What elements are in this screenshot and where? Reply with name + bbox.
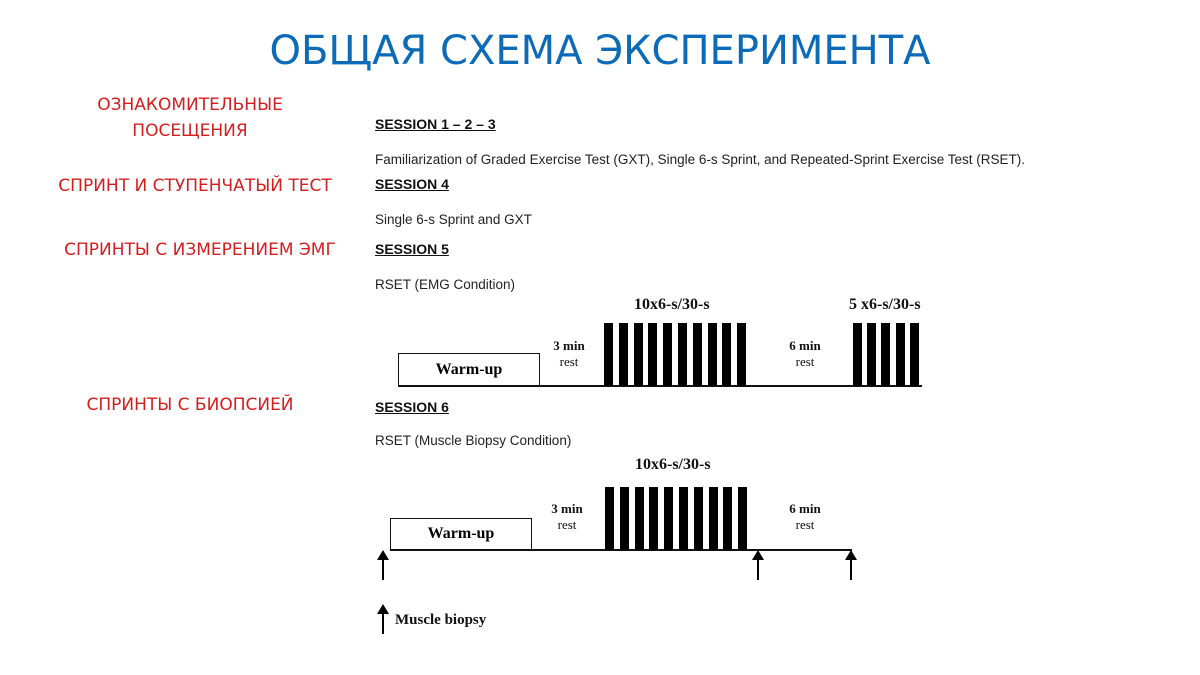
- legend-biopsy-label: Muscle biopsy: [395, 612, 487, 628]
- rest-6min: 6 min rest: [775, 501, 835, 533]
- label-sprints-emg: СПРИНТЫ С ИЗМЕРЕНИЕМ ЭМГ: [64, 240, 336, 260]
- rest-label: rest: [795, 517, 815, 532]
- sprint-bar: [738, 487, 748, 550]
- sprint-bar: [909, 323, 919, 386]
- biopsy-arrow-icon: [377, 604, 389, 634]
- page-title: ОБЩАЯ СХЕМА ЭКСПЕРИМЕНТА: [269, 28, 931, 74]
- label-familiarization: ОЗНАКОМИТЕЛЬНЫЕ ПОСЕЩЕНИЯ: [60, 92, 320, 144]
- sprint-bar: [853, 323, 862, 386]
- sprint-bar: [693, 487, 703, 550]
- sprint-bar: [692, 323, 702, 386]
- session-6-description: RSET (Muscle Biopsy Condition): [375, 433, 572, 448]
- sprint-bar: [618, 323, 628, 386]
- set1-label: 10x6-s/30-s: [634, 296, 710, 313]
- set2-label: 5 x6-s/30-s: [849, 296, 921, 313]
- biopsy-arrow-icon: [377, 550, 389, 580]
- label-line: ПОСЕЩЕНИЯ: [132, 121, 248, 141]
- session-1-3-description: Familiarization of Graded Exercise Test …: [375, 152, 1026, 167]
- session-5-description: RSET (EMG Condition): [375, 277, 516, 292]
- sprint-bar: [678, 323, 687, 386]
- rest-label: 3 min: [553, 338, 585, 353]
- session-1-3-heading: SESSION 1 – 2 – 3: [375, 116, 496, 132]
- rest-label: 6 min: [789, 338, 821, 353]
- rest-label: rest: [795, 354, 815, 369]
- session-6-heading: SESSION 6: [375, 399, 449, 415]
- sprint-bar: [619, 487, 629, 550]
- sprint-bar: [649, 487, 659, 550]
- warmup-box: Warm-up: [390, 518, 532, 550]
- session-4-heading: SESSION 4: [375, 176, 449, 192]
- sprint-bar: [634, 487, 644, 550]
- session-5-heading: SESSION 5: [375, 241, 449, 257]
- sprint-bar: [605, 487, 614, 550]
- rest-label: rest: [559, 354, 579, 369]
- sprint-bar: [664, 487, 674, 550]
- rest-label: 3 min: [551, 501, 583, 516]
- label-sprints-biopsy: СПРИНТЫ С БИОПСИЕЙ: [86, 395, 294, 415]
- sprint-bar: [895, 323, 905, 386]
- sprint-bar: [881, 323, 891, 386]
- sprint-bar: [707, 323, 717, 386]
- label-sprint-gxt: СПРИНТ И СТУПЕНЧАТЫЙ ТЕСТ: [58, 176, 332, 196]
- label-line: ОЗНАКОМИТЕЛЬНЫЕ: [97, 95, 283, 115]
- rest-6min: 6 min rest: [775, 338, 835, 370]
- rest-label: 6 min: [789, 501, 821, 516]
- set1-label: 10x6-s/30-s: [635, 456, 711, 473]
- sprint-bar: [663, 323, 673, 386]
- sprint-bar: [723, 487, 733, 550]
- rest-3min: 3 min rest: [538, 501, 596, 533]
- biopsy-arrow-icon: [752, 550, 764, 580]
- session-4-description: Single 6-s Sprint and GXT: [375, 212, 532, 227]
- timeline: [398, 385, 922, 387]
- sprint-bar: [708, 487, 718, 550]
- sprint-bar: [604, 323, 613, 386]
- rest-3min: 3 min rest: [540, 338, 598, 370]
- sprint-bar: [722, 323, 732, 386]
- sprint-bar: [737, 323, 747, 386]
- sprint-bar: [633, 323, 643, 386]
- sprint-bar: [867, 323, 877, 386]
- sprint-bar: [679, 487, 688, 550]
- warmup-box: Warm-up: [398, 353, 540, 386]
- biopsy-arrow-icon: [845, 550, 857, 580]
- sprint-bar: [648, 323, 658, 386]
- rest-label: rest: [557, 517, 577, 532]
